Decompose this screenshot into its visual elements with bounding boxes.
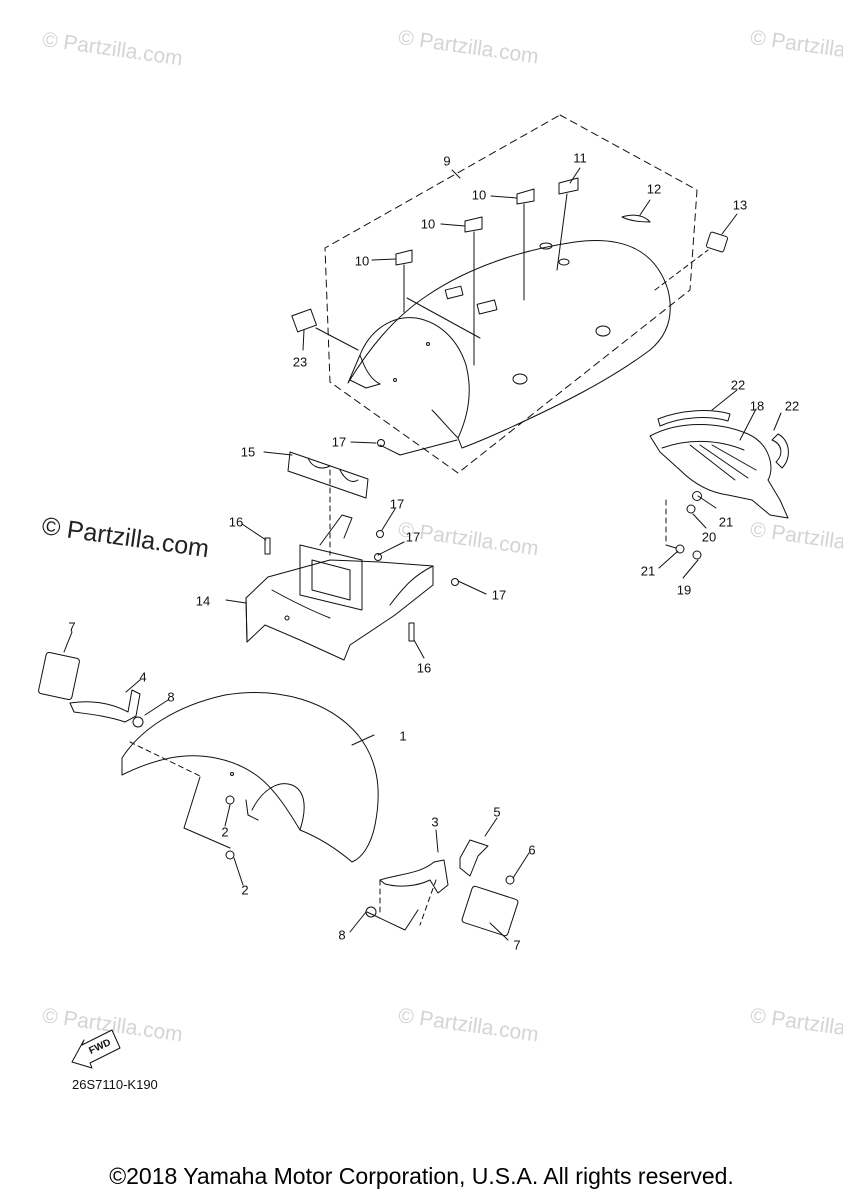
- part-5: [459, 839, 489, 877]
- callout-16: 16: [228, 514, 244, 530]
- bolt-17: [377, 439, 385, 447]
- nut-8: [365, 906, 377, 918]
- diagram-code: 26S7110-K190: [72, 1077, 158, 1092]
- callout-4: 4: [139, 669, 147, 685]
- part-3: [379, 859, 449, 894]
- part-7: [461, 885, 519, 937]
- callout-10: 10: [420, 216, 436, 232]
- callout-19: 19: [676, 582, 692, 598]
- part-16: [408, 622, 415, 642]
- label-11: [558, 177, 579, 195]
- label-10: [464, 216, 483, 233]
- callout-7: 7: [68, 619, 76, 635]
- callout-17: 17: [491, 587, 507, 603]
- bolt-2: [225, 850, 235, 860]
- callout-6: 6: [528, 842, 536, 858]
- callout-17: 17: [389, 496, 405, 512]
- callout-5: 5: [493, 804, 501, 820]
- part-7: [38, 651, 80, 701]
- front-fender: [121, 692, 379, 863]
- callout-10: 10: [471, 187, 487, 203]
- bolt-17: [451, 578, 459, 586]
- callout-17: 17: [331, 434, 347, 450]
- assembly-boundary: [324, 114, 698, 474]
- callout-15: 15: [240, 444, 256, 460]
- callout-2: 2: [241, 882, 249, 898]
- part-22: [771, 433, 789, 469]
- guide-lines: [315, 193, 568, 366]
- callout-21: 21: [718, 514, 734, 530]
- label-10: [516, 188, 535, 205]
- callout-22: 22: [784, 398, 800, 414]
- bolt-17: [376, 530, 384, 538]
- callout-12: 12: [646, 181, 662, 197]
- leader-lines: [63, 167, 782, 941]
- part-13: [705, 231, 729, 253]
- callout-7: 7: [513, 937, 521, 953]
- callout-22: 22: [730, 377, 746, 393]
- leader-bracket: [183, 776, 231, 849]
- callout-14: 14: [195, 593, 211, 609]
- bolt-19: [692, 550, 702, 560]
- part-14: [245, 514, 434, 661]
- callout-9: 9: [443, 153, 451, 169]
- callout-11: 11: [573, 150, 587, 166]
- rear-fender: [347, 240, 671, 449]
- bolt-6: [505, 875, 515, 885]
- callout-23: 23: [292, 354, 308, 370]
- part-16: [264, 537, 271, 555]
- copyright-notice: ©2018 Yamaha Motor Corporation, U.S.A. A…: [109, 1163, 734, 1189]
- callout-1: 1: [399, 728, 407, 744]
- leader-bracket: [366, 909, 419, 931]
- bolt-17: [374, 553, 382, 561]
- part-18: [649, 424, 789, 519]
- callout-21: 21: [640, 563, 656, 579]
- callout-2: 2: [221, 824, 229, 840]
- alignment-lines: [129, 249, 709, 926]
- part-4: [69, 689, 141, 723]
- washer-21: [675, 544, 685, 554]
- callout-3: 3: [431, 814, 439, 830]
- callout-8: 8: [167, 689, 175, 705]
- callout-20: 20: [701, 529, 717, 545]
- nut-8: [132, 716, 144, 728]
- nut-20: [692, 491, 702, 501]
- label-10: [395, 249, 413, 266]
- leader-bracket: [379, 439, 458, 456]
- bolt-2: [225, 795, 235, 805]
- washer-21: [686, 504, 696, 514]
- callout-16: 16: [416, 660, 432, 676]
- callout-8: 8: [338, 927, 346, 943]
- part-15: [287, 451, 369, 499]
- callout-18: 18: [749, 398, 765, 414]
- part-22: [657, 410, 731, 427]
- callout-13: 13: [732, 197, 748, 213]
- part-23: [291, 308, 317, 333]
- callout-17: 17: [405, 529, 421, 545]
- leader-bracket: [665, 544, 677, 549]
- callout-10: 10: [354, 253, 370, 269]
- part-12: [621, 214, 651, 223]
- fwd-arrow-icon: [71, 1029, 121, 1069]
